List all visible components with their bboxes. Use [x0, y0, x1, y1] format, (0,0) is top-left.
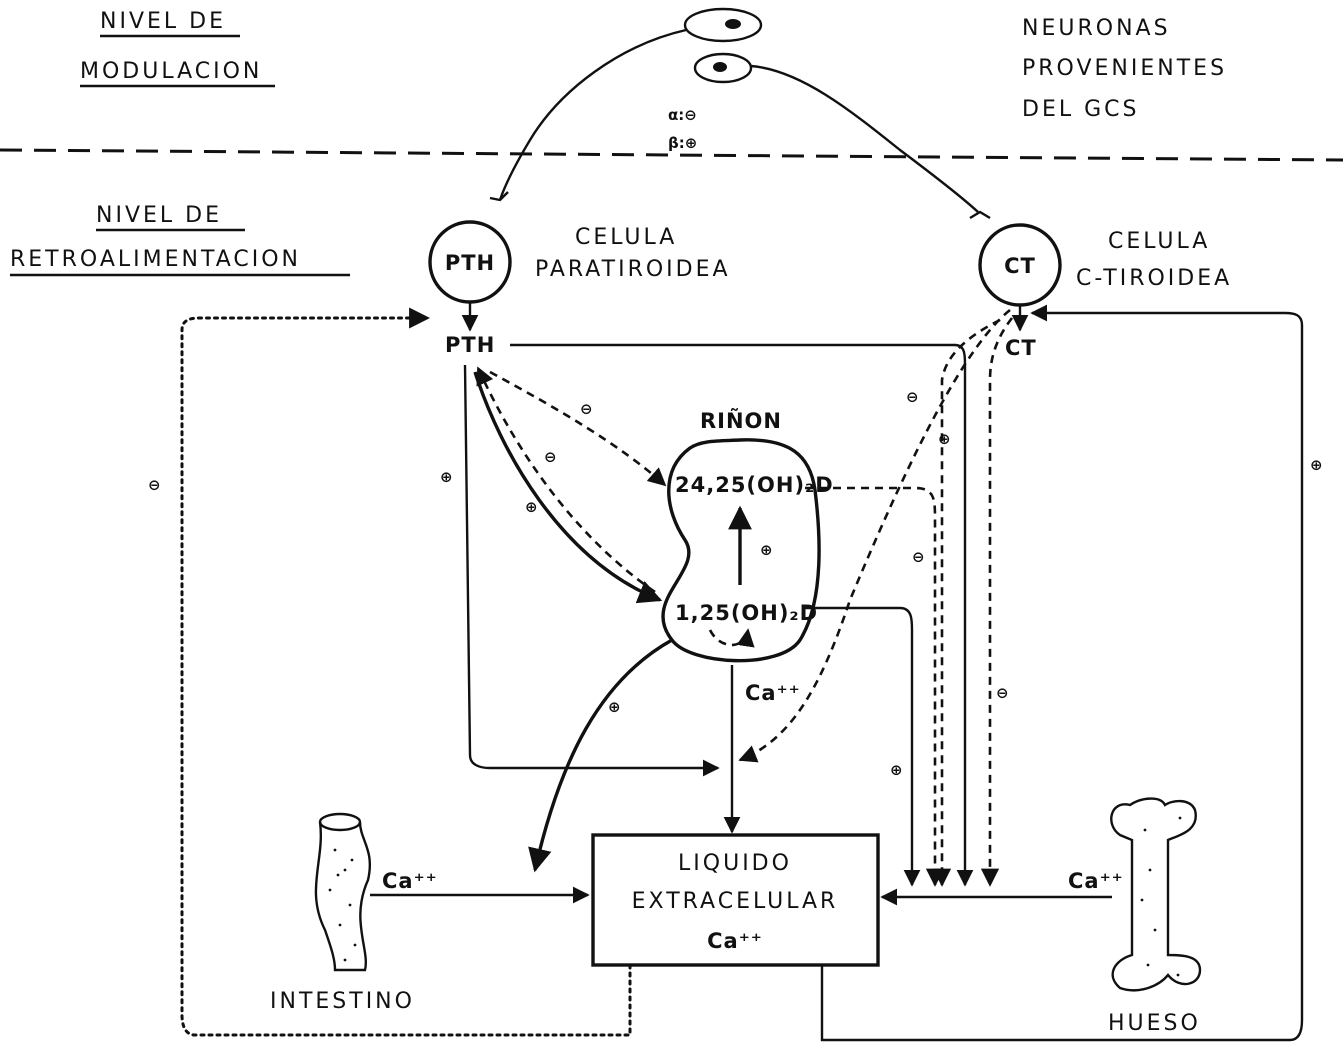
c-thyroid-cell-label-2: C-TIROIDEA — [1076, 266, 1232, 291]
modulation-level-label-2: MODULACION — [80, 59, 262, 84]
minus-sign: ⊖ — [912, 548, 925, 566]
ecf-to-ct-feedback — [822, 313, 1302, 1040]
plus-sign: ⊕ — [440, 468, 453, 486]
intestine-label: INTESTINO — [270, 989, 415, 1014]
plus-sign: ⊕ — [608, 698, 621, 716]
neurons-label-1: NEURONAS — [1022, 16, 1171, 41]
plus-sign: ⊕ — [938, 430, 951, 448]
feedback-level-label-1: NIVEL DE — [96, 203, 222, 228]
feedback-level-label-2: RETROALIMENTACION — [10, 247, 301, 272]
minus-sign: ⊖ — [996, 684, 1009, 702]
neurons-label-2: PROVENIENTES — [1022, 56, 1227, 81]
minus-sign: ⊖ — [906, 388, 919, 406]
plus-sign: ⊕ — [1310, 456, 1323, 474]
ct-hormone-label: CT — [1005, 336, 1037, 360]
neuron-icon — [695, 54, 990, 218]
ecf-to-pth-feedback — [182, 318, 630, 1035]
parathyroid-cell-label-1: CELULA — [575, 225, 677, 250]
metabolite-1-25-label: 1,25(OH)₂D — [675, 601, 818, 625]
feedback-arrow — [710, 630, 748, 645]
bone-label: HUESO — [1108, 1011, 1201, 1036]
ct-to-ecf-arrow-2 — [990, 318, 1012, 885]
minus-sign: ⊖ — [580, 400, 593, 418]
pth-to-kidney-arrow — [475, 372, 660, 600]
pth-cell-label: PTH — [445, 251, 495, 275]
modulation-level-label-1: NIVEL DE — [100, 9, 226, 34]
bone-calcium-label: Ca⁺⁺ — [1068, 869, 1124, 893]
plus-sign: ⊕ — [890, 761, 903, 779]
metabolite-24-25-label: 24,25(OH)₂D — [675, 473, 834, 497]
minus-sign: ⊖ — [148, 476, 161, 494]
plus-sign: ⊕ — [525, 498, 538, 516]
bone-icon — [1111, 799, 1200, 991]
ct-cell-label: CT — [1004, 254, 1036, 278]
c-thyroid-cell-label-1: CELULA — [1108, 229, 1210, 254]
ecf-label-1: LIQUIDO — [678, 851, 792, 876]
ecf-label-3: Ca⁺⁺ — [707, 929, 763, 953]
beta-receptor-label: β:⊕ — [668, 134, 697, 152]
kidney-calcium-label: Ca⁺⁺ — [745, 681, 801, 705]
pth-hormone-label: PTH — [445, 333, 495, 357]
neurons-label-3: DEL GCS — [1022, 97, 1139, 122]
kidney-label: RIÑON — [700, 408, 782, 433]
alpha-receptor-label: α:⊖ — [668, 106, 697, 124]
kidney-to-pth-feedback — [478, 368, 655, 592]
ecf-label-2: EXTRACELULAR — [632, 889, 839, 914]
minus-sign: ⊖ — [544, 448, 557, 466]
pth-to-calcium-arrow — [465, 365, 718, 768]
intestine-icon — [316, 814, 370, 970]
parathyroid-cell-label-2: PARATIROIDEA — [535, 257, 731, 282]
intestine-calcium-label: Ca⁺⁺ — [382, 869, 438, 893]
plus-sign: ⊕ — [760, 541, 773, 559]
neuron-icon — [490, 9, 761, 200]
metabolite-1-to-ecf-arrow — [805, 608, 912, 885]
